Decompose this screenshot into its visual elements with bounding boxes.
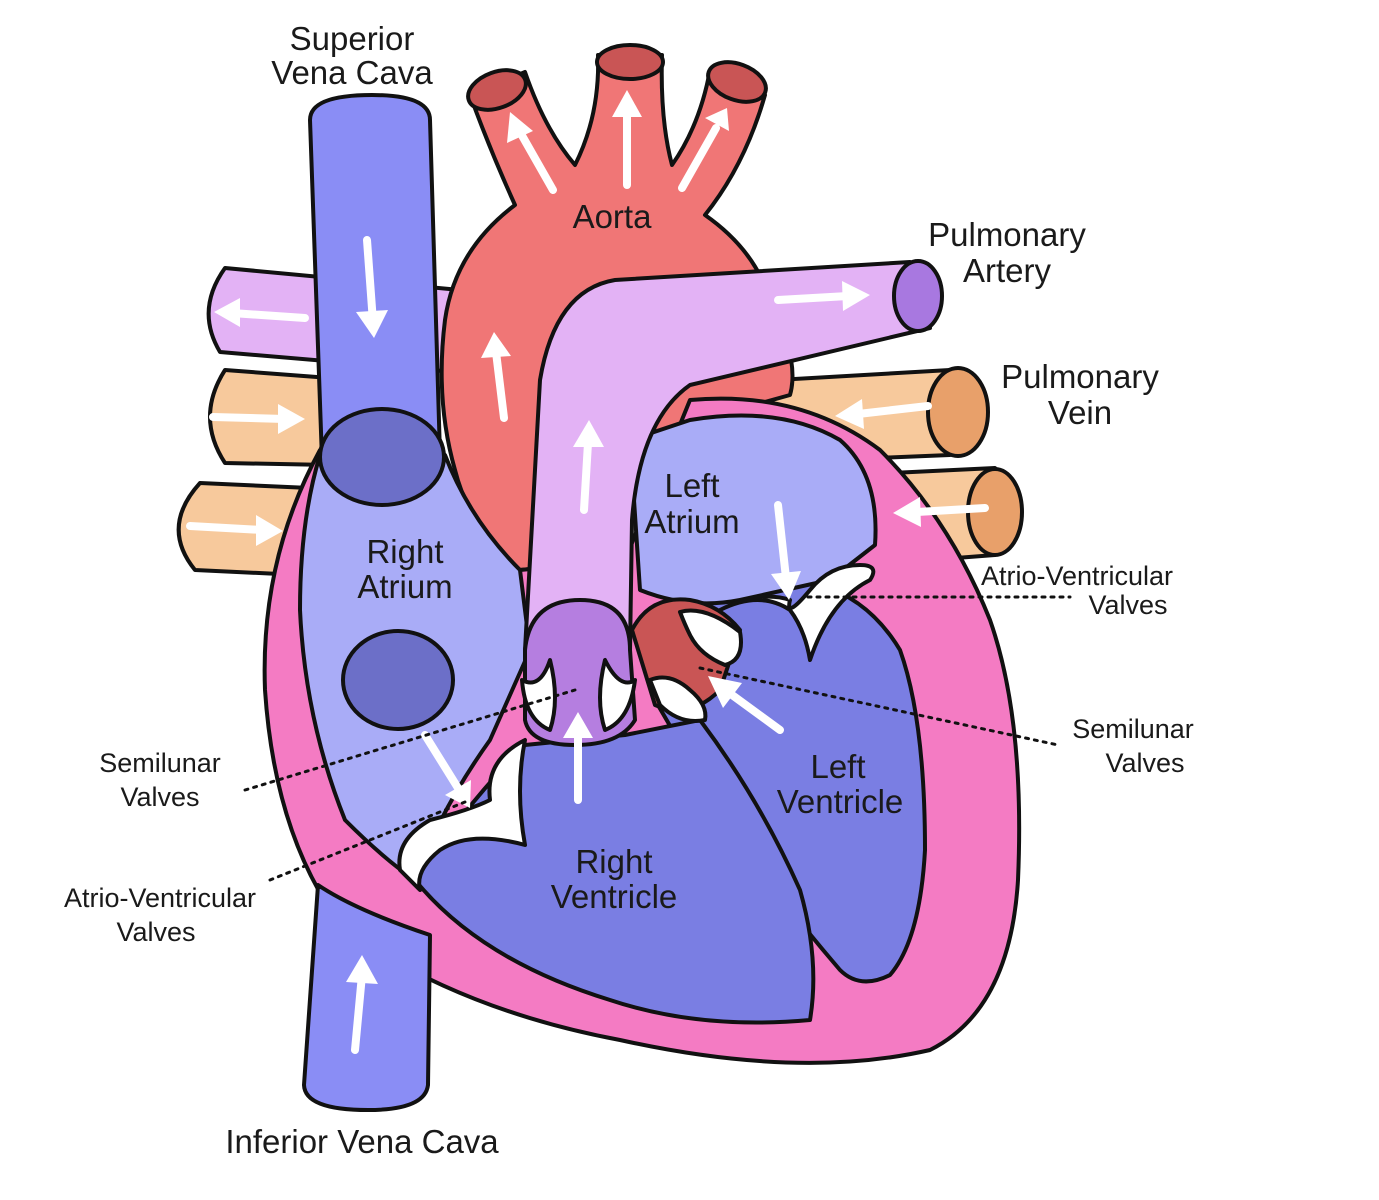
arrow-head (481, 332, 511, 358)
arrow-aorta-branch-right (678, 124, 720, 192)
arrow-pv-left-lower (186, 522, 266, 534)
label-aorta: Aorta (573, 198, 653, 235)
pulmonary-veins-left (176, 368, 332, 577)
arrow-head (708, 676, 742, 708)
flow-arrows (186, 90, 989, 1054)
leader-semilunar-left (243, 688, 577, 792)
arrow-head (278, 404, 305, 434)
label-right-ventricle-line2: Ventricle (551, 878, 678, 915)
label-superior-vena-cava-line1: Superior (290, 20, 415, 57)
arrow-head (507, 112, 533, 143)
av-valve-left (718, 563, 876, 662)
arrow-svc-down (363, 236, 377, 326)
aortic-valve-cusp-upper (678, 608, 743, 667)
label-pulmonary-artery-line1: Pulmonary (928, 216, 1086, 253)
arrow-head (771, 571, 801, 600)
label-superior-vena-cava-line2: Vena Cava (271, 54, 433, 91)
leader-av-left (268, 798, 472, 882)
arrow-head (214, 298, 240, 327)
arrow-head (705, 108, 729, 131)
pulmonary-artery-opening (892, 259, 944, 333)
label-left-atrium-line2: Atrium (644, 503, 739, 540)
label-left-atrium-line1: Left (664, 467, 719, 504)
aorta-branch-opening-right (706, 60, 768, 104)
pulmonary-valve-cusp-right (598, 658, 637, 732)
label-left-ventricle-line1: Left (810, 748, 865, 785)
label-av-valves-left-line2: Valves (116, 917, 195, 947)
arrow-head (356, 310, 388, 338)
pulmonary-artery-trunk (523, 260, 932, 652)
aorta-branch-opening-left (466, 68, 528, 112)
label-pulmonary-artery-line2: Artery (963, 252, 1052, 289)
label-semilunar-valves-left-line1: Semilunar (99, 748, 221, 778)
arrow-pv-left-upper (209, 413, 289, 423)
semilunar-valve-pulmonary (520, 598, 637, 747)
leader-lines (243, 595, 1072, 882)
arrow-aorta-branch-left (516, 128, 557, 194)
arrow-head (612, 90, 642, 117)
label-semilunar-valves-left-line2: Valves (120, 782, 199, 812)
arrow-pv-right-lower (913, 504, 989, 516)
label-pulmonary-vein-line1: Pulmonary (1001, 358, 1159, 395)
aorta-branch-opening-center (595, 43, 665, 81)
label-semilunar-valves-right-line2: Valves (1105, 748, 1184, 778)
arrow-head (346, 955, 378, 984)
leader-semilunar-right (698, 666, 1060, 747)
arrow-aorta-up (492, 348, 508, 422)
vena-cava (302, 93, 455, 1112)
label-left-ventricle-line2: Ventricle (777, 783, 904, 820)
label-av-valves-right-line2: Valves (1088, 590, 1167, 620)
arrow-pa-trunk-up (580, 439, 592, 514)
arrow-head (842, 281, 870, 311)
superior-vena-cava (308, 93, 442, 462)
superior-vena-cava-opening (318, 407, 446, 507)
label-semilunar-valves-right-line1: Semilunar (1072, 714, 1194, 744)
inferior-vena-cava-opening (341, 629, 455, 731)
arrow-lv-up (724, 688, 784, 734)
label-inferior-vena-cava: Inferior Vena Cava (225, 1123, 499, 1160)
arrow-pa-left (228, 309, 309, 322)
label-right-atrium-line2: Atrium (357, 568, 452, 605)
av-valve-right (397, 738, 527, 892)
label-right-ventricle-line1: Right (575, 843, 652, 880)
arrow-pv-right-upper (854, 402, 932, 418)
arrow-head (893, 497, 921, 527)
label-av-valves-right-line1: Atrio-Ventricular (981, 561, 1173, 591)
arrow-la-down (774, 501, 790, 582)
arrow-ra-down (421, 731, 462, 792)
inferior-vena-cava (302, 883, 432, 1112)
arrow-head (256, 515, 283, 546)
labels: Superior Vena Cava Aorta Pulmonary Arter… (64, 20, 1194, 1160)
arrow-head (573, 420, 604, 447)
label-right-atrium-line1: Right (366, 533, 443, 570)
aortic-valve-cusp-lower (648, 675, 708, 723)
label-av-valves-left-line1: Atrio-Ventricular (64, 883, 256, 913)
arrow-pa-right (774, 292, 852, 304)
label-pulmonary-vein-line2: Vein (1048, 394, 1112, 431)
arrow-head (563, 712, 593, 738)
pulmonary-vein-right-upper-opening (926, 366, 990, 458)
arrow-ivc-up (351, 971, 366, 1054)
arrow-head (835, 399, 864, 429)
